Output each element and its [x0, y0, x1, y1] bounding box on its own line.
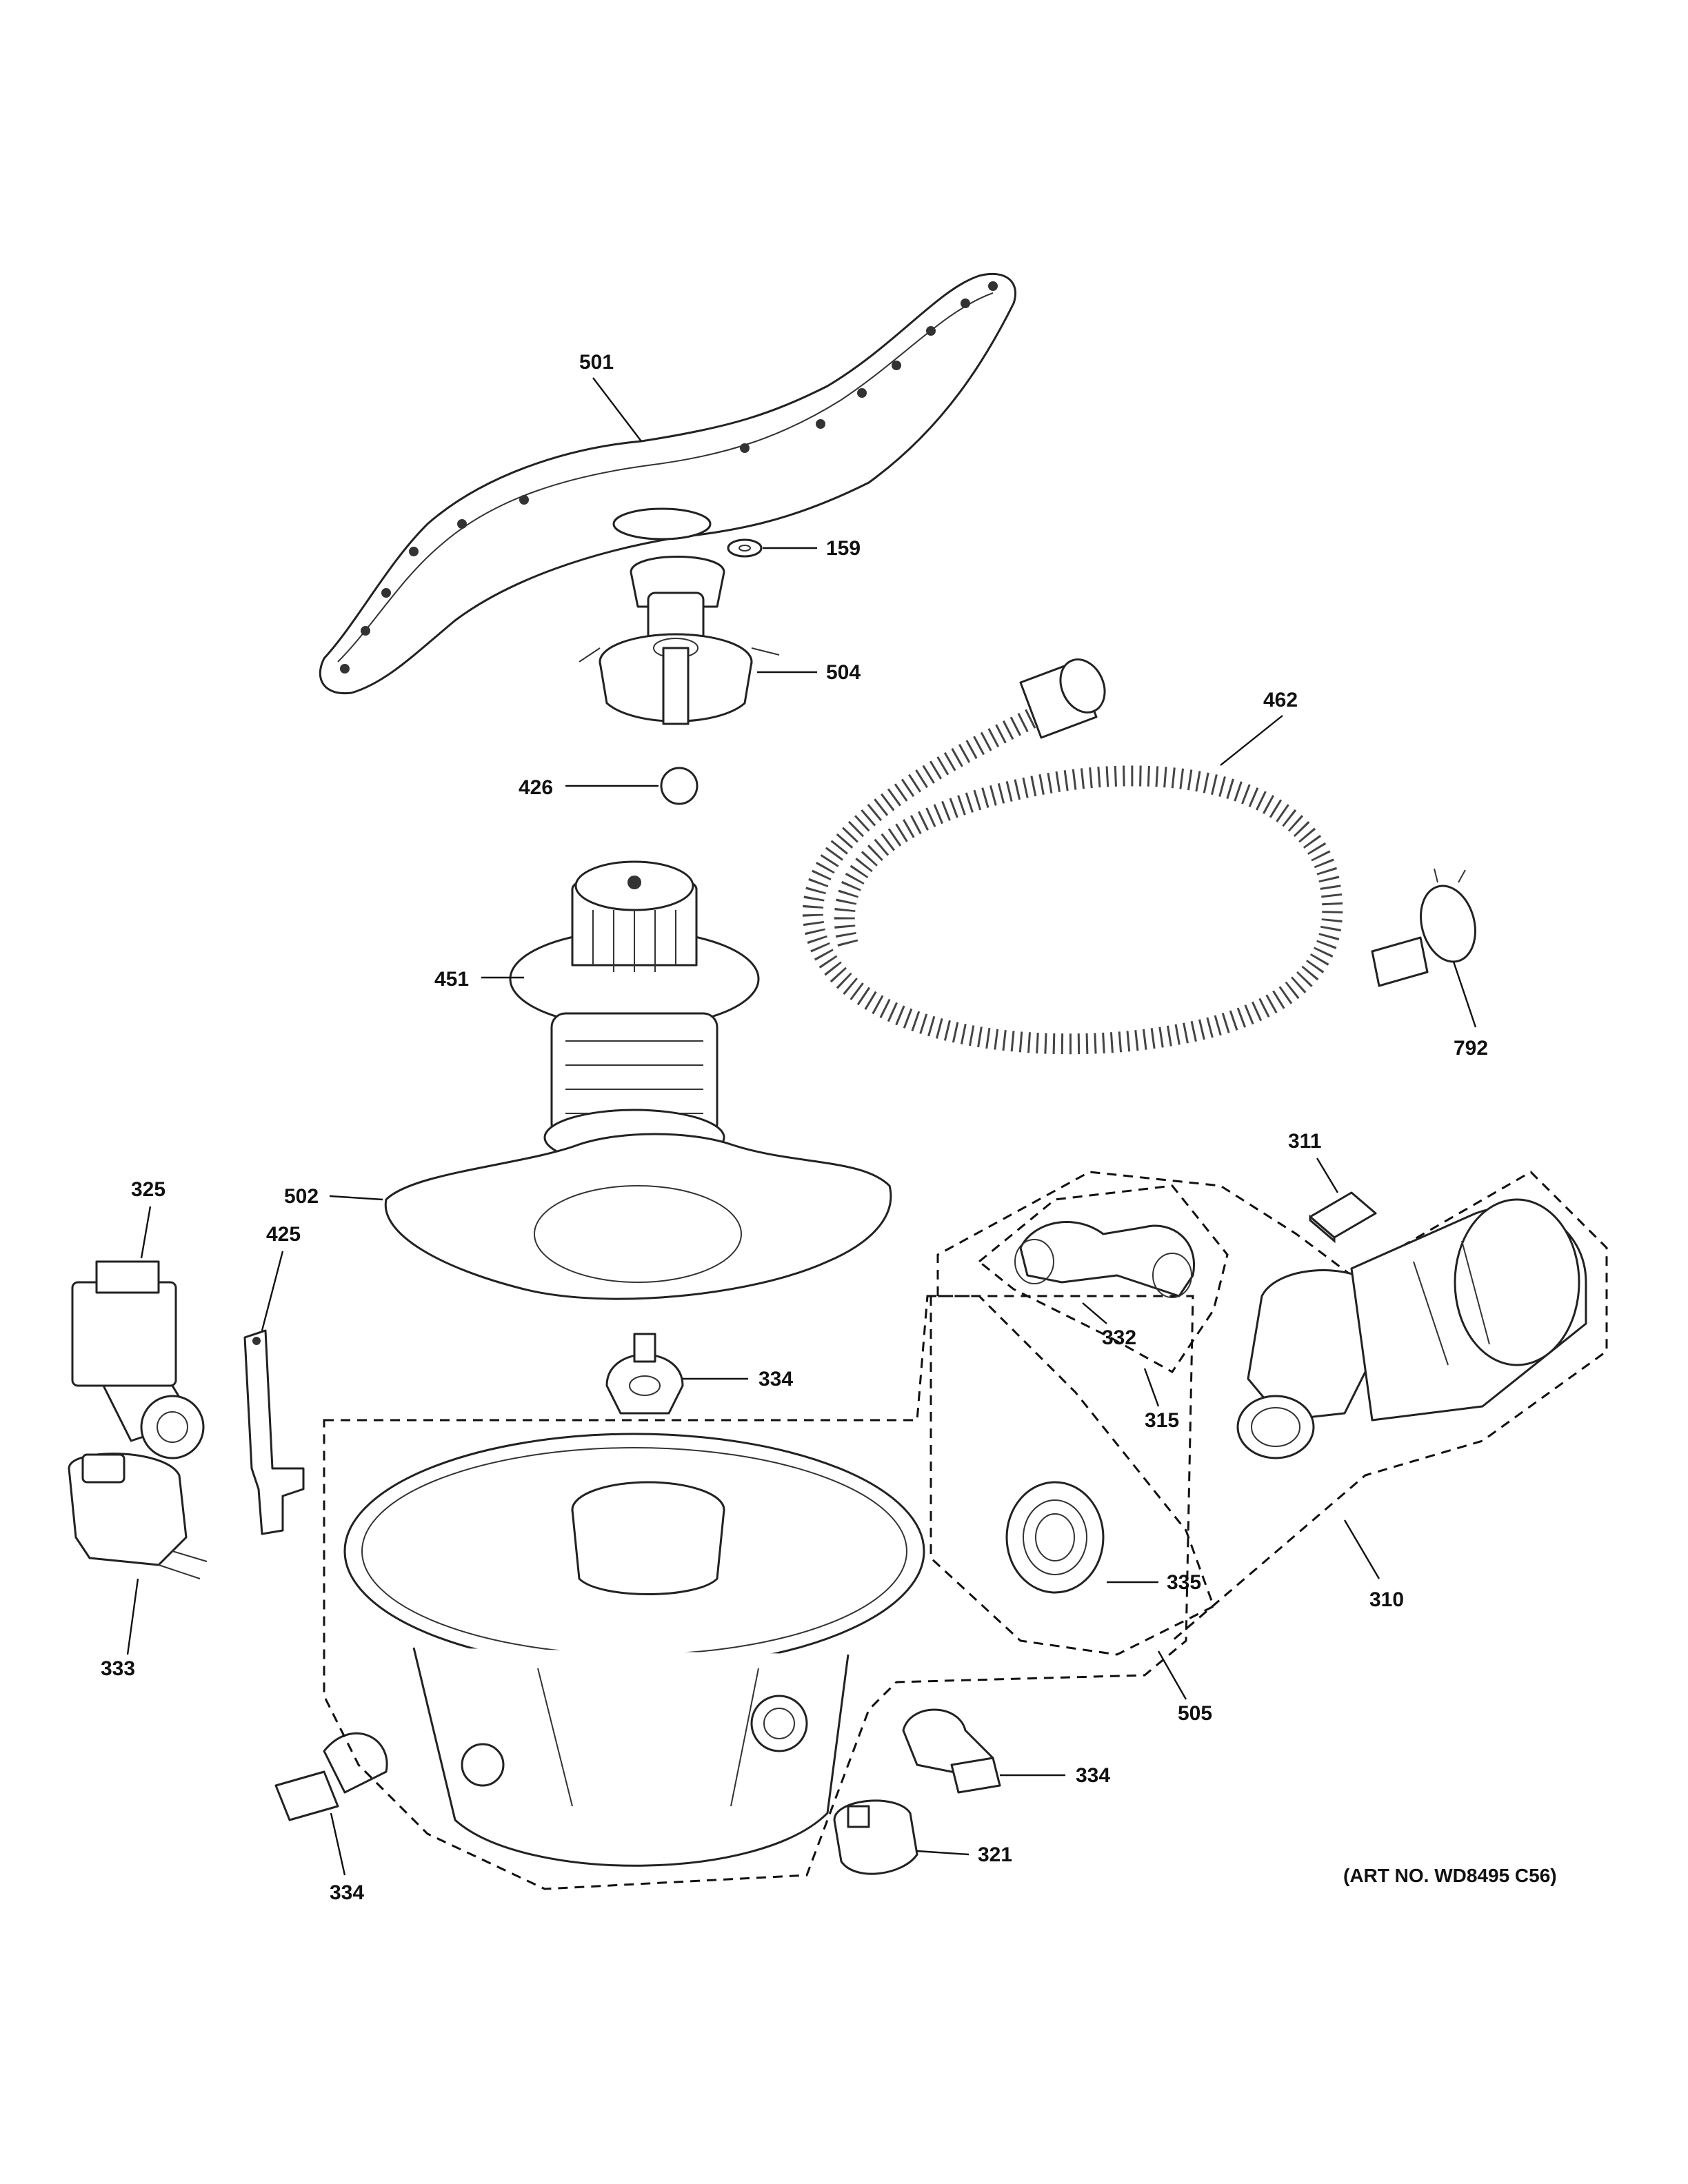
callout-501[interactable]: 501: [579, 351, 614, 374]
callout-425[interactable]: 425: [266, 1223, 301, 1246]
clip-334-right[interactable]: [902, 1708, 1001, 1794]
callout-333[interactable]: 333: [101, 1657, 135, 1680]
art-number: (ART NO. WD8495 C56): [1343, 1865, 1557, 1886]
diverter-motor-333[interactable]: [68, 1453, 208, 1579]
sump-505[interactable]: [343, 1433, 925, 1867]
callout-505[interactable]: 505: [1178, 1702, 1212, 1725]
callout-325[interactable]: 325: [131, 1178, 165, 1201]
callout-451[interactable]: 451: [434, 968, 469, 991]
block-311[interactable]: [1309, 1191, 1377, 1244]
callout-315[interactable]: 315: [1145, 1409, 1179, 1432]
callout-334-top[interactable]: 334: [758, 1368, 793, 1391]
callout-321[interactable]: 321: [978, 1843, 1012, 1866]
washer-159[interactable]: [727, 538, 763, 558]
callout-792[interactable]: 792: [1454, 1037, 1488, 1060]
seal-group-outline-335: [930, 1295, 1215, 1656]
filter-cover-502[interactable]: [384, 1133, 892, 1300]
sensor-321[interactable]: [833, 1799, 918, 1875]
callout-462[interactable]: 462: [1263, 689, 1298, 711]
clip-334-top[interactable]: [605, 1333, 684, 1415]
callout-334-right[interactable]: 334: [1076, 1764, 1110, 1787]
circulation-pump-310[interactable]: [1236, 1198, 1587, 1459]
callout-426[interactable]: 426: [519, 776, 553, 799]
callout-159[interactable]: 159: [826, 537, 861, 560]
bracket-425[interactable]: [243, 1329, 305, 1535]
callout-335[interactable]: 335: [1167, 1571, 1201, 1594]
filter-assembly-451[interactable]: [509, 860, 760, 1166]
callout-502[interactable]: 502: [284, 1185, 319, 1208]
callout-334-left[interactable]: 334: [330, 1881, 364, 1904]
hose-clamp-792[interactable]: [1413, 868, 1483, 968]
hose-elbow-332[interactable]: [1014, 1221, 1195, 1298]
callout-311[interactable]: 311: [1288, 1130, 1321, 1153]
sump-group-outline-505: [323, 1295, 1194, 1890]
callout-504[interactable]: 504: [826, 661, 861, 684]
callout-332[interactable]: 332: [1102, 1326, 1136, 1349]
drain-pump-325[interactable]: [71, 1260, 205, 1459]
spray-arm-mount-504[interactable]: [579, 556, 780, 725]
callout-310[interactable]: 310: [1369, 1588, 1404, 1611]
pump-group-outline-310: [936, 1171, 1608, 1642]
spray-arm-501[interactable]: [319, 272, 1017, 695]
seal-335[interactable]: [1005, 1481, 1105, 1594]
ball-426[interactable]: [660, 767, 699, 805]
hose-group-outline-315: [977, 1184, 1229, 1373]
drain-hose-462[interactable]: [801, 652, 1429, 1056]
